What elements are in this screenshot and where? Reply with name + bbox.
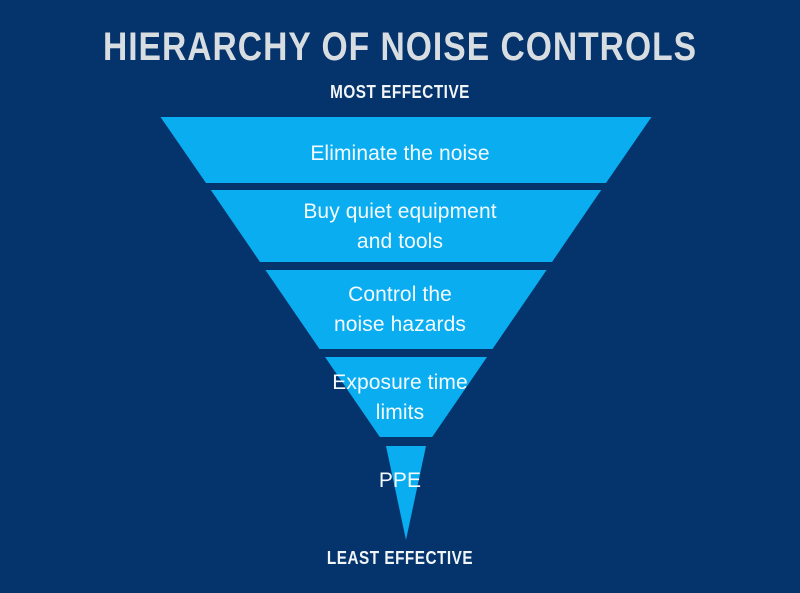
funnel-band-3[interactable] xyxy=(265,270,547,349)
funnel-band-1[interactable] xyxy=(160,117,652,183)
funnel-band-4[interactable] xyxy=(325,357,487,437)
funnel-band-2[interactable] xyxy=(210,190,602,262)
page-title: HIERARCHY OF NOISE CONTROLS xyxy=(102,25,698,69)
funnel-band-5[interactable] xyxy=(386,446,426,540)
most-effective-caption: MOST EFFECTIVE xyxy=(330,82,470,102)
funnel-bands xyxy=(160,117,652,540)
least-effective-caption: LEAST EFFECTIVE xyxy=(326,548,474,568)
